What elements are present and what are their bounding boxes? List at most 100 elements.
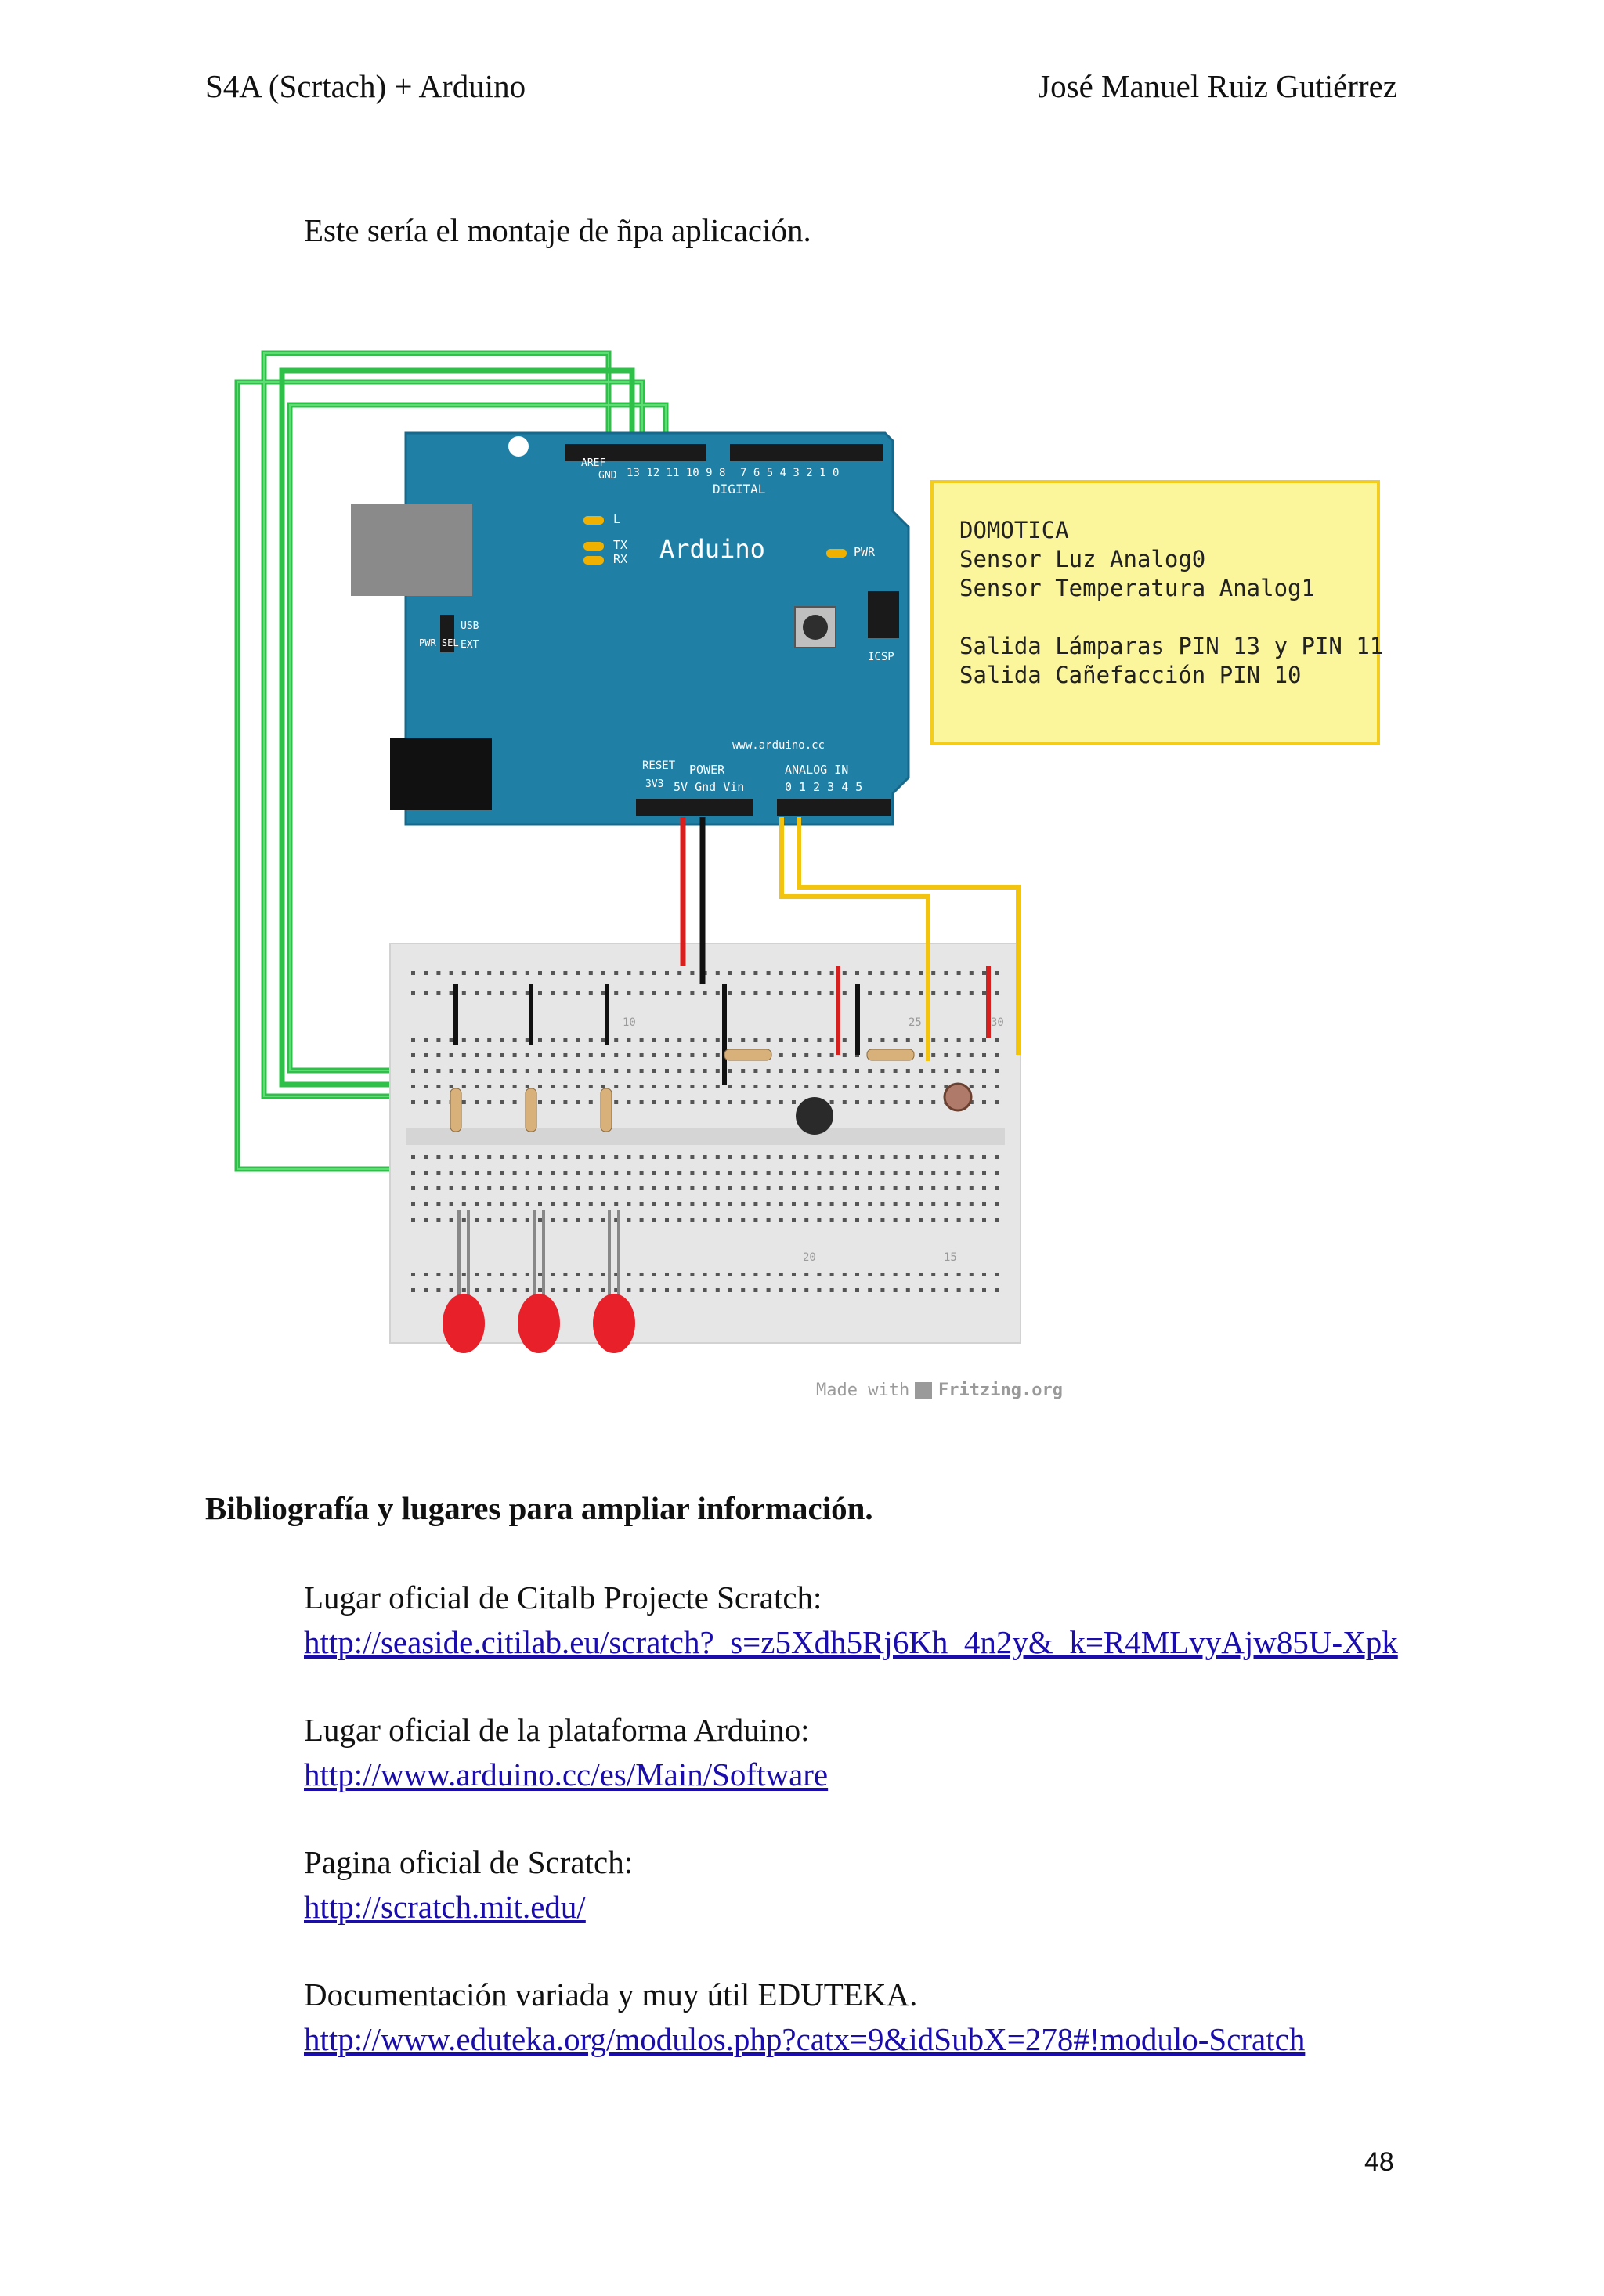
breadboard-hole xyxy=(538,1069,542,1073)
breadboard-hole xyxy=(424,1171,428,1175)
reference-link-arduino[interactable]: http://www.arduino.cc/es/Main/Software xyxy=(304,1756,829,1792)
reference-link-scratch[interactable]: http://scratch.mit.edu/ xyxy=(304,1889,586,1925)
breadboard-hole xyxy=(919,1218,923,1222)
breadboard-hole xyxy=(525,1273,529,1276)
reference-link-eduteka[interactable]: http://www.eduteka.org/modulos.php?catx=… xyxy=(304,2021,1306,2057)
breadboard-hole xyxy=(905,1273,910,1276)
breadboard-hole xyxy=(461,971,466,975)
breadboard-hole xyxy=(627,1069,631,1073)
breadboard-hole xyxy=(919,1186,923,1190)
breadboard-hole xyxy=(538,1273,542,1276)
breadboard-hole xyxy=(944,1155,948,1159)
breadboard-hole xyxy=(652,1288,656,1292)
breadboard-hole xyxy=(969,1186,974,1190)
breadboard-hole xyxy=(563,1218,568,1222)
breadboard-hole xyxy=(563,991,568,995)
breadboard-hole xyxy=(703,1053,707,1057)
breadboard-hole xyxy=(868,1218,872,1222)
breadboard-hole xyxy=(868,1288,872,1292)
breadboard-hole xyxy=(792,991,796,995)
breadboard-hole xyxy=(931,1069,936,1073)
reference-link-citilab[interactable]: http://seaside.citilab.eu/scratch?_s=z5X… xyxy=(304,1624,1398,1660)
breadboard-hole xyxy=(538,1085,542,1088)
breadboard-hole xyxy=(411,1273,415,1276)
breadboard-hole xyxy=(500,1202,504,1206)
breadboard-hole xyxy=(690,1155,695,1159)
breadboard-hole xyxy=(639,1273,644,1276)
breadboard-hole xyxy=(880,991,885,995)
breadboard-hole xyxy=(931,1085,936,1088)
breadboard-hole xyxy=(588,1100,593,1104)
breadboard-hole xyxy=(424,1155,428,1159)
red-leds xyxy=(443,1210,635,1353)
breadboard-hole xyxy=(703,1038,707,1042)
breadboard-hole xyxy=(969,971,974,975)
breadboard-hole xyxy=(449,1085,453,1088)
breadboard-hole xyxy=(956,971,961,975)
intro-text: Este sería el montaje de ñpa aplicación. xyxy=(304,212,811,248)
breadboard-hole xyxy=(919,1069,923,1073)
breadboard-hole xyxy=(639,1171,644,1175)
breadboard-hole xyxy=(652,1202,656,1206)
breadboard-hole xyxy=(475,1218,479,1222)
breadboard-hole xyxy=(665,1085,669,1088)
breadboard-hole xyxy=(652,1085,656,1088)
breadboard-hole xyxy=(944,1218,948,1222)
breadboard-hole xyxy=(817,1069,822,1073)
breadboard-hole xyxy=(677,1218,682,1222)
reference-item: Lugar oficial de Citalb Projecte Scratch… xyxy=(304,1576,1400,1665)
breadboard-hole xyxy=(576,1171,580,1175)
reference-item: Pagina oficial de Scratch: http://scratc… xyxy=(304,1840,1400,1930)
breadboard-hole xyxy=(766,1038,771,1042)
breadboard-hole xyxy=(728,1273,732,1276)
breadboard-hole xyxy=(563,1186,568,1190)
breadboard-hole xyxy=(500,991,504,995)
breadboard-hole xyxy=(665,1100,669,1104)
breadboard-hole xyxy=(602,991,605,995)
breadboard-hole xyxy=(855,1100,859,1104)
breadboard-hole xyxy=(804,1155,809,1159)
breadboard-hole xyxy=(868,1100,872,1104)
breadboard-hole xyxy=(690,1186,695,1190)
breadboard-hole xyxy=(436,1038,441,1042)
breadboard-hole xyxy=(728,1069,732,1073)
breadboard-hole xyxy=(880,1085,885,1088)
breadboard-hole xyxy=(512,1218,517,1222)
breadboard-hole xyxy=(931,1288,936,1292)
breadboard-hole xyxy=(665,1218,669,1222)
breadboard-hole xyxy=(817,1186,822,1190)
breadboard-hole xyxy=(919,971,923,975)
breadboard-hole xyxy=(792,1069,796,1073)
breadboard-hole xyxy=(576,1273,580,1276)
breadboard-hole xyxy=(487,1085,492,1088)
breadboard-hole xyxy=(905,1171,910,1175)
breadboard-hole xyxy=(880,971,885,975)
breadboard-hole xyxy=(588,1038,593,1042)
breadboard-hole xyxy=(905,1218,910,1222)
breadboard-hole xyxy=(956,1218,961,1222)
breadboard-hole xyxy=(690,1085,695,1088)
breadboard-hole xyxy=(931,971,936,975)
breadboard-hole xyxy=(411,991,415,995)
breadboard-hole xyxy=(690,1100,695,1104)
breadboard-hole xyxy=(652,1100,656,1104)
breadboard-hole xyxy=(893,1085,898,1088)
breadboard-hole xyxy=(588,1085,593,1088)
breadboard-hole xyxy=(551,991,555,995)
breadboard-hole xyxy=(652,1171,656,1175)
digital-label: DIGITAL xyxy=(713,482,765,496)
breadboard-hole xyxy=(602,1288,605,1292)
breadboard-hole xyxy=(753,1155,758,1159)
breadboard-hole xyxy=(893,1218,898,1222)
breadboard-hole xyxy=(538,1038,542,1042)
breadboard-hole xyxy=(804,1202,809,1206)
breadboard-hole xyxy=(817,1053,822,1057)
breadboard-hole xyxy=(792,1273,796,1276)
breadboard-hole xyxy=(538,1202,542,1206)
breadboard-hole xyxy=(538,1155,542,1159)
breadboard-hole xyxy=(614,1053,619,1057)
breadboard-hole xyxy=(779,1218,783,1222)
breadboard-hole xyxy=(931,1218,936,1222)
breadboard-hole xyxy=(461,1069,466,1073)
bb-number-10: 10 xyxy=(623,1016,636,1029)
